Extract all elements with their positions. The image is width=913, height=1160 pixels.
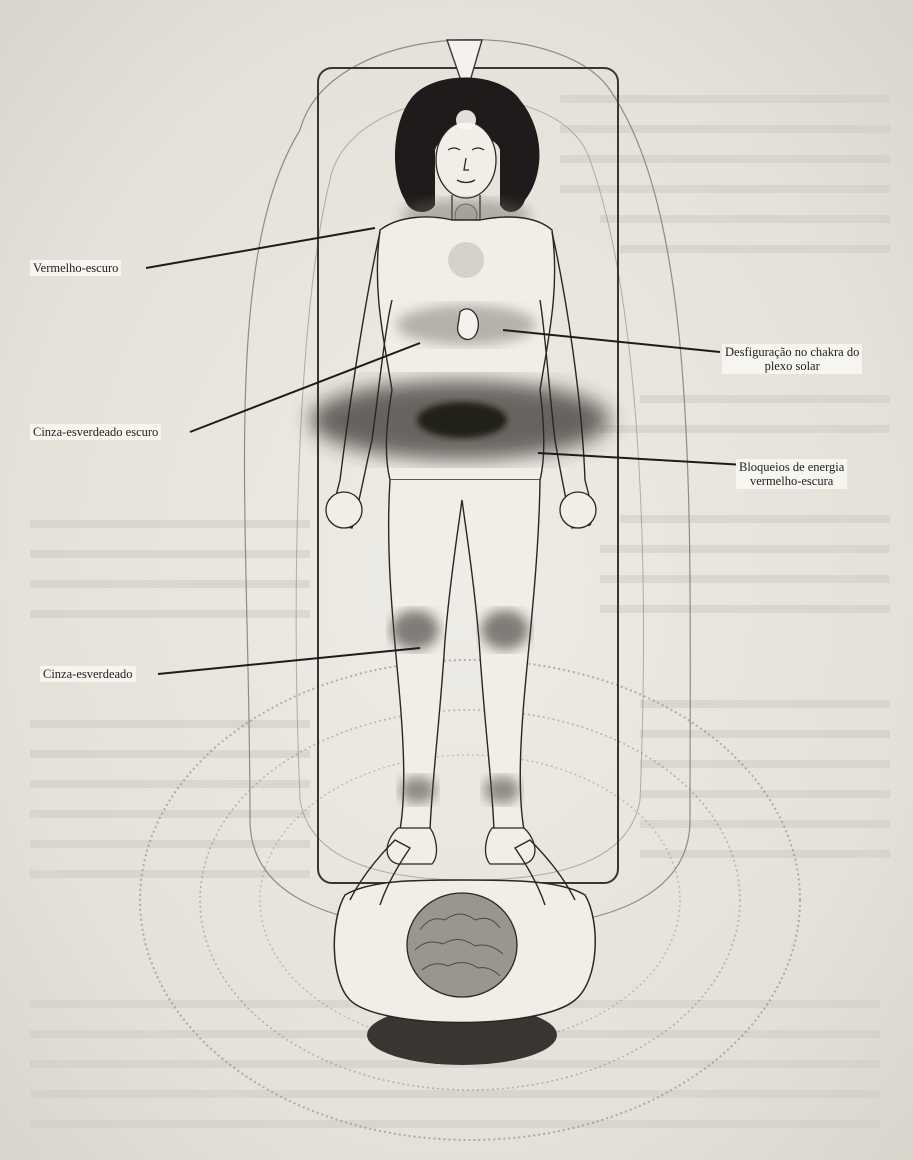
right-knee-shading — [481, 610, 529, 650]
label-energy-blocks-line2: vermelho-escura — [739, 474, 844, 488]
label-dark-red-text: Vermelho-escuro — [33, 261, 118, 275]
healer-head — [407, 893, 517, 997]
pelvic-energy-core — [417, 402, 507, 438]
left-knee-shading — [391, 610, 439, 650]
label-solar-plexus-line2: plexo solar — [725, 359, 859, 373]
right-hand — [560, 492, 596, 528]
label-dark-red-energy-blocks: Bloqueios de energia vermelho-escura — [736, 459, 847, 489]
third-eye-chakra — [456, 110, 476, 130]
label-dark-greyish-green: Cinza-esverdeado escuro — [30, 424, 161, 440]
label-energy-blocks-line1: Bloqueios de energia — [739, 460, 844, 474]
solar-plexus-chakra — [458, 309, 479, 340]
label-dark-greyish-green-text: Cinza-esverdeado escuro — [33, 425, 158, 439]
label-solar-plexus-disfigurement: Desfiguração no chakra do plexo solar — [722, 344, 862, 374]
heart-chakra — [448, 242, 484, 278]
left-hand — [326, 492, 362, 528]
label-greyish-green-text: Cinza-esverdeado — [43, 667, 133, 681]
right-ankle-shading — [484, 776, 520, 804]
left-foot — [387, 828, 436, 864]
right-foot — [486, 828, 535, 864]
left-ankle-shading — [400, 776, 436, 804]
label-dark-red: Vermelho-escuro — [30, 260, 121, 276]
label-solar-plexus-line1: Desfiguração no chakra do — [725, 345, 859, 359]
label-greyish-green: Cinza-esverdeado — [40, 666, 136, 682]
